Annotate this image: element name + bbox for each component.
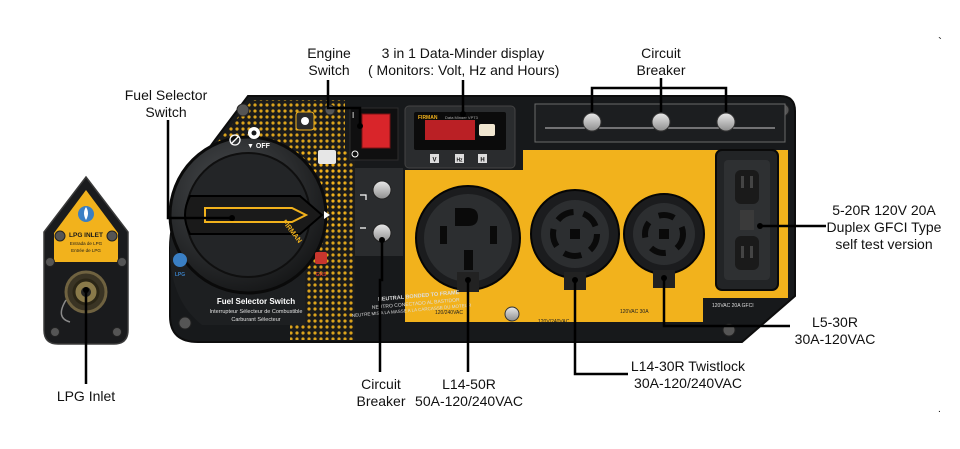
display-key-h: H (480, 158, 484, 164)
lpg-tag: LPG (175, 272, 185, 278)
gfci-outlet[interactable] (715, 149, 779, 291)
circuit-breaker-bottom-label: Circuit Breaker (356, 376, 406, 409)
off-label: ▼ OFF (247, 143, 271, 150)
l14-30r-label: L14-30R Twistlock 30A-120/240VAC (630, 358, 746, 391)
l14-50r-outlet[interactable] (415, 185, 521, 292)
small-breaker-1[interactable] (372, 180, 392, 200)
ground-lug[interactable] (504, 306, 520, 322)
svg-text:.: . (938, 404, 941, 415)
circuit-breaker-top-label: Circuit Breaker (636, 45, 686, 78)
lpg-inlet-title: LPG INLET (69, 232, 103, 239)
breaker-button-3[interactable] (716, 112, 736, 132)
l14-30r-outlet[interactable] (530, 189, 620, 290)
display-caption: Data Minder VPT3 (445, 115, 479, 120)
lpg-inlet-label: LPG Inlet (56, 388, 116, 404)
lpg-tag-icon (173, 253, 187, 267)
display-key-v: V (432, 158, 436, 164)
fuel-switch-fr1: Interrupteur Sélecteur de Combustible (210, 309, 303, 315)
fuel-selector-switch[interactable]: FIRMAN ▼ OFF LPG GAS Fuel Selector Switc… (168, 127, 330, 325)
circuit-breaker-small (355, 168, 403, 256)
breaker-button-1[interactable] (582, 112, 602, 132)
breaker-button-2[interactable] (651, 112, 671, 132)
gfci-label: 5-20R 120V 20A Duplex GFCI Type self tes… (826, 202, 942, 252)
no-fuel-icon (229, 134, 241, 146)
l5-30r-label: L5-30R 30A-120VAC (794, 314, 876, 347)
engine-switch[interactable]: I (349, 107, 399, 161)
fuel-selector-label: Fuel Selector Switch (124, 87, 208, 120)
gas-tag-icon (315, 252, 327, 264)
rating-gfci: 120VAC 20A GFCI (712, 303, 754, 309)
display-key-hz: Hz (456, 158, 463, 164)
leader-lines (84, 78, 826, 384)
lpg-inlet-es: Entrada de LPG (70, 241, 103, 246)
l14-50r-label: L14-50R 50A-120/240VAC (415, 376, 523, 409)
light-icon (295, 111, 315, 131)
rating-l14-30: 120V/240VAC (538, 319, 570, 325)
l5-30r-outlet[interactable] (623, 193, 705, 288)
fuel-switch-title: Fuel Selector Switch (217, 297, 295, 306)
svg-text:I: I (352, 111, 354, 120)
selector-pointer-icon (324, 211, 330, 219)
engine-switch-label: Engine Switch (307, 45, 351, 78)
rating-l5-30: 120VAC 30A (620, 309, 649, 315)
lpg-inlet-fr: Entrée de LPG (71, 248, 101, 253)
data-minder-label: 3 in 1 Data-Minder display ( Monitors: V… (368, 45, 560, 78)
display-brand: FIRMAN (418, 115, 438, 121)
svg-text:`: ` (938, 35, 942, 49)
engine-icon (318, 150, 336, 164)
fuel-switch-fr2: Carburant Sélecteur (231, 317, 280, 323)
data-minder-display: FIRMAN Data Minder VPT3 V Hz H (404, 105, 516, 169)
rating-l14-50: 120/240VAC (435, 310, 463, 316)
gas-tag: GAS (316, 272, 328, 278)
